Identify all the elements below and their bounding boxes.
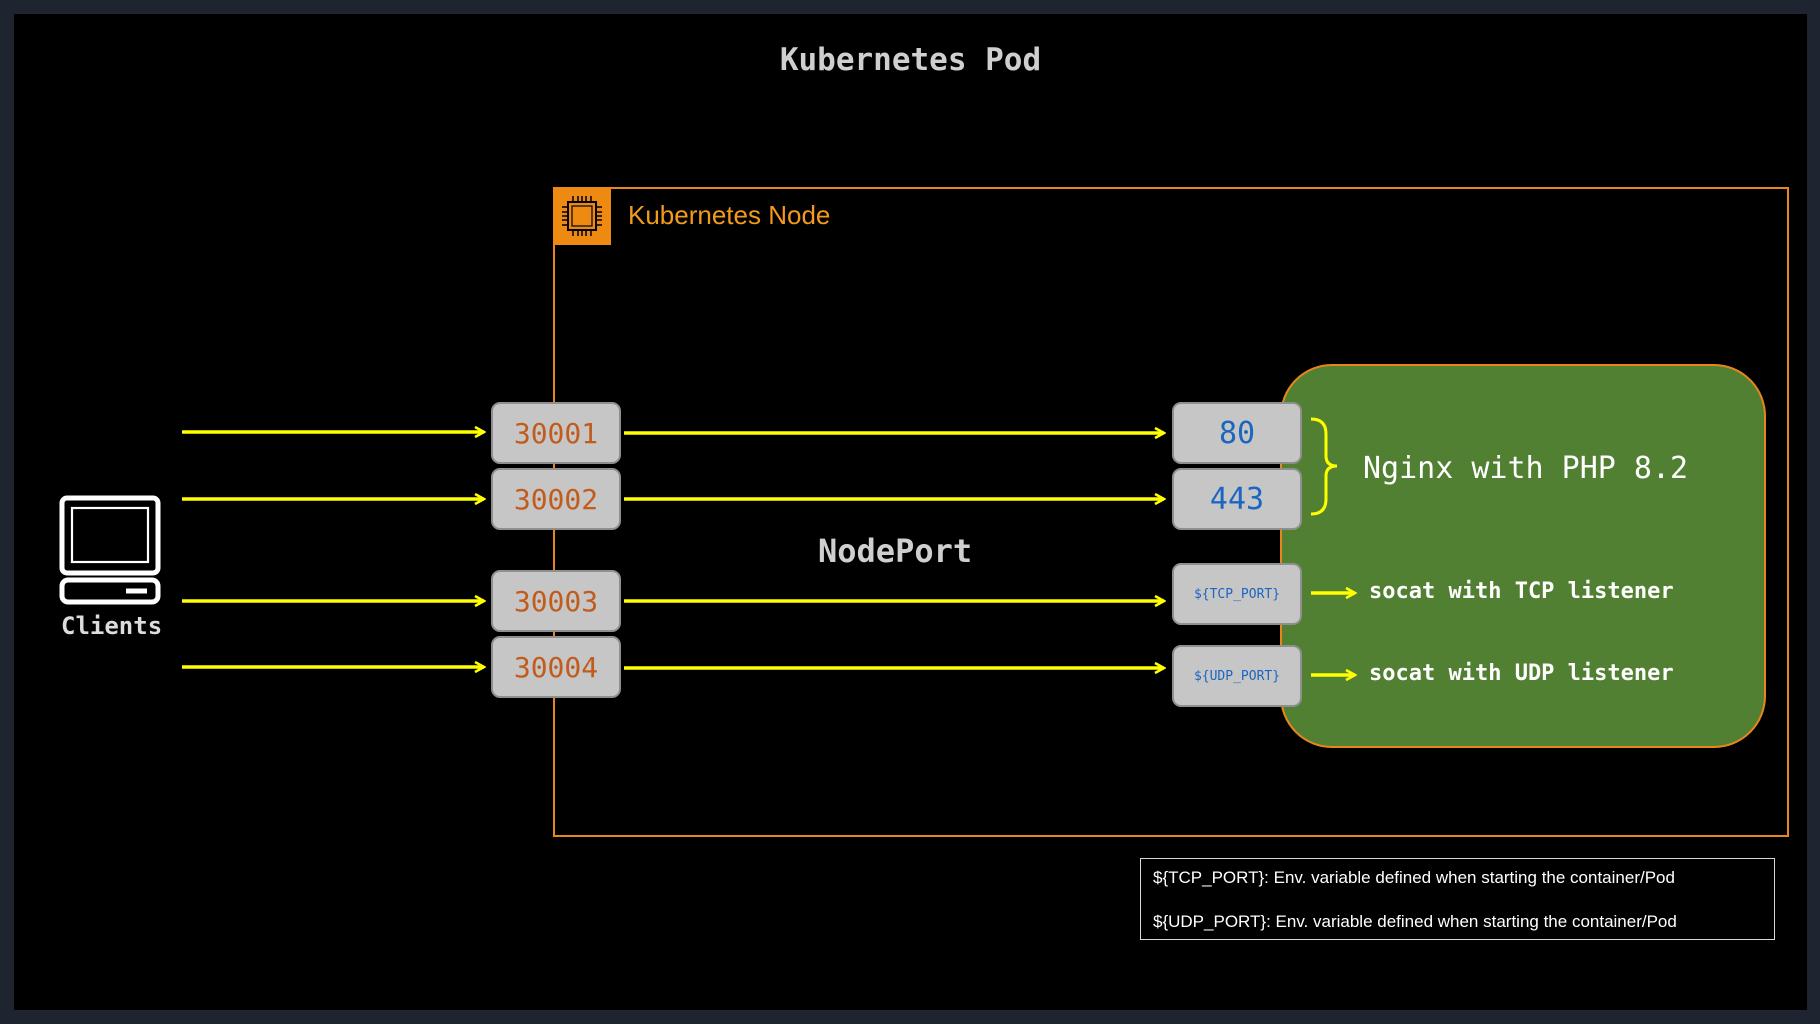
socat-udp-label: socat with UDP listener [1369,661,1674,686]
legend-box: ${TCP_PORT}: Env. variable defined when … [1140,858,1775,940]
connector-layer [59,417,1807,1010]
nginx-label: Nginx with PHP 8.2 [1363,451,1689,486]
kubernetes-node-label: Kubernetes Node [628,200,831,230]
pod-title: Kubernetes Pod [779,42,1042,78]
legend-tcp-note: ${TCP_PORT}: Env. variable defined when … [1153,868,1675,887]
nodeport-30001: 30001 [491,402,621,464]
nodeport-30002: 30002 [491,468,621,530]
nodeport-label: NodePort [818,532,973,570]
nginx-brace [1310,417,1338,516]
container-port-tcp-var: ${TCP_PORT} [1172,563,1302,625]
container-port-80: 80 [1172,402,1302,464]
container-port-443: 443 [1172,468,1302,530]
cpu-chip-icon [553,187,611,245]
container-port-udp-var: ${UDP_PORT} [1172,645,1302,707]
laptop-icon [59,495,161,605]
container-app-box [1280,364,1766,748]
legend-udp-note: ${UDP_PORT}: Env. variable defined when … [1153,912,1677,931]
clients-label: Clients [61,612,163,640]
nodeport-30003: 30003 [491,570,621,632]
diagram-canvas: Kubernetes Pod Kubernetes Node [14,14,1807,1010]
nodeport-30004: 30004 [491,636,621,698]
socat-tcp-label: socat with TCP listener [1369,579,1674,604]
